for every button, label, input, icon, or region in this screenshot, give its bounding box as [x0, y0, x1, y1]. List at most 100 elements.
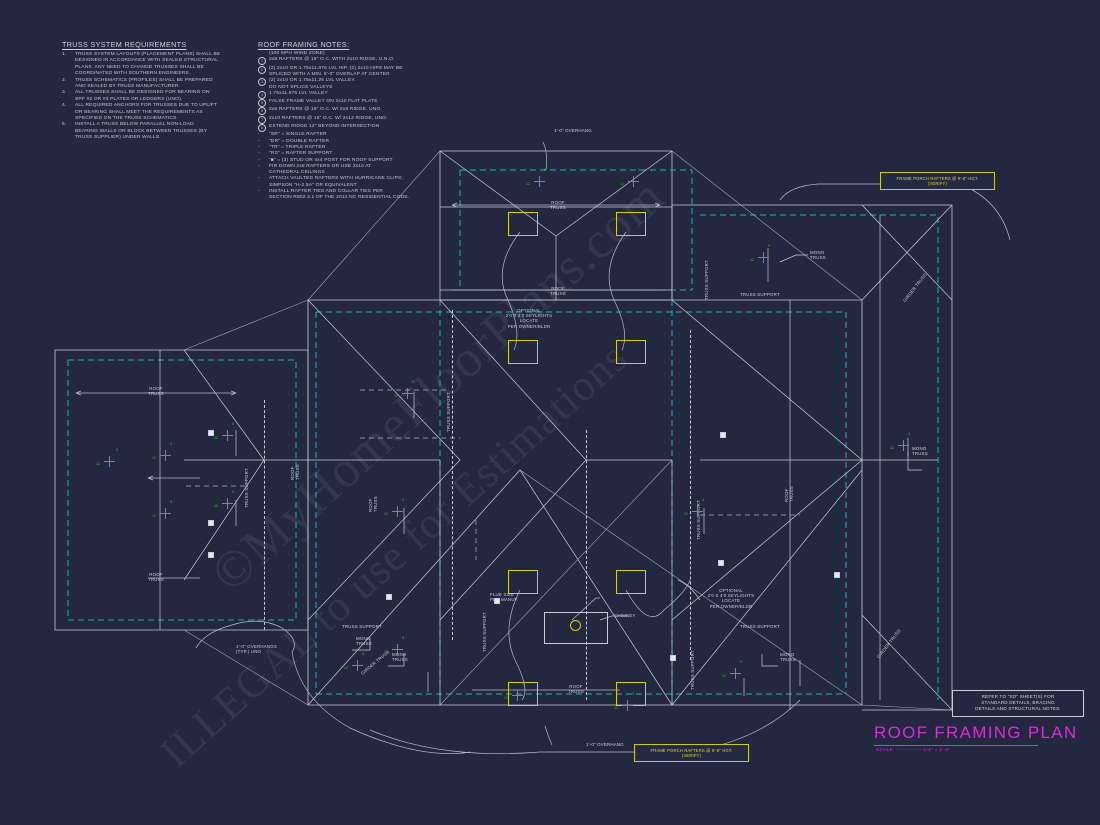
bullet-mark: - — [258, 144, 260, 150]
framing-bullet: -"DR" = DOUBLE RAFTER — [258, 139, 443, 145]
slope-marker-label: 5 — [402, 636, 404, 640]
skylight — [616, 212, 646, 236]
item-text: ALL TRUSSES SHALL BE DESIGNED FOR BEARIN… — [75, 90, 210, 102]
post-support-marker — [386, 594, 392, 600]
label-roof-truss: ROOF TRUSS — [148, 386, 164, 397]
slope-marker-label: 12 — [344, 666, 348, 670]
post-support-marker — [720, 432, 726, 438]
bullet-text: INSTALL RAFTER TIES AND COLLAR TIES PER … — [269, 189, 410, 201]
label-truss-support: TRUSS SUPPORT — [690, 650, 695, 690]
bullet-mark: - — [258, 176, 260, 182]
truss-support-guide — [690, 330, 691, 660]
wind-zone-note: (100 MPH WIND ZONE) — [269, 51, 325, 56]
post-support-marker — [670, 655, 676, 661]
slope-marker-label: 5 — [402, 498, 404, 502]
skylight — [508, 682, 538, 706]
note-text: 2x10 RAFTERS @ 16" O.C. W/ 2x12 RIDGE, U… — [269, 115, 388, 121]
slope-marker-label: 5 — [638, 168, 640, 172]
slope-marker-label: 5 — [522, 682, 524, 686]
framing-note: 2(2) 2x10 OR 1.75x11.875 LVL HIP. (2) 2x… — [258, 65, 443, 79]
framing-bullet: -"SR" = SINGLE RAFTER — [258, 132, 443, 138]
label-overhang-top: 1'-0" OVERHANG — [554, 128, 592, 133]
item-number: 4. — [62, 103, 67, 109]
bullet-mark: - — [258, 189, 260, 195]
framing-bullet: - "■" = (3) STUD OR 4x4 POST FOR ROOF SUP… — [258, 158, 443, 164]
page-title: ROOF FRAMING PLAN — [874, 723, 1078, 742]
post-support-marker — [494, 598, 500, 604]
bullet-text: "TR" = TRIPLE RAFTER — [269, 144, 326, 150]
label-truss-support: TRUSS SUPPORT — [740, 624, 780, 629]
bullet-text: "RS" = RAFTER SUPPORT — [269, 151, 333, 157]
label-roof-truss: ROOF TRUSS — [148, 572, 164, 583]
item-number: 5. — [62, 122, 67, 128]
slope-marker-label: 12 — [214, 504, 218, 508]
truss-requirements-title: TRUSS SYSTEM REQUIREMENTS — [62, 40, 187, 49]
slope-marker-label: 5 — [768, 244, 770, 248]
slope-marker-label: 12 — [722, 674, 726, 678]
label-truss-support: TRUSS SUPPORT — [244, 468, 249, 508]
post-support-marker — [208, 520, 214, 526]
slope-marker-label: 12 — [504, 696, 508, 700]
slope-marker-label: 12 — [394, 394, 398, 398]
bullet-mark: - — [258, 157, 260, 163]
slope-marker-label: 12 — [152, 514, 156, 518]
bullet-text: ATTACH VAULTED RAFTERS WITH HURRICANE CL… — [269, 176, 403, 188]
post-support-marker — [834, 572, 840, 578]
note-text: 2x8 RAFTERS @ 16" O.C. WITH 2x10 RIDGE, … — [269, 57, 395, 63]
slope-marker-label: 5 — [116, 448, 118, 452]
slope-marker-label: 5 — [170, 442, 172, 446]
item-text: TRUSS SYSTEM LAYOUTS (PLACEMENT PLANS) S… — [75, 52, 221, 77]
post-support-marker — [718, 560, 724, 566]
item-text: TRUSS SCHEMATICS (PROFILES) SHALL BE PRE… — [75, 77, 213, 90]
bullet-text: "■" = (3) STUD OR 4x4 POST FOR ROOF SUPP… — [269, 157, 393, 163]
slope-marker-label: 12 — [684, 512, 688, 516]
framing-bullet: -FIR DOWN 2x8 RAFTERS OR USE 2x10 AT CAT… — [258, 164, 443, 177]
truss-req-item: 4. ALL REQUIRED ANCHORS FOR TRUSSES DUE T… — [62, 103, 237, 122]
truss-req-item: 2. TRUSS SCHEMATICS (PROFILES) SHALL BE P… — [62, 78, 237, 91]
item-text: ALL REQUIRED ANCHORS FOR TRUSSES DUE TO … — [75, 103, 218, 122]
framing-bullet: - INSTALL RAFTER TIES AND COLLAR TIES PER… — [258, 189, 443, 202]
bullet-mark: - — [258, 151, 260, 157]
skylight — [616, 570, 646, 594]
item-text: INSTALL A TRUSS BELOW PARALLEL NON-LOAD … — [75, 122, 208, 141]
label-overhangs-typ: 1'-0" OVERHANGS (TYP.) UNO — [236, 644, 278, 655]
item-number: 3. — [62, 90, 67, 96]
label-mono-truss: MONO TRUSS — [912, 446, 928, 457]
callout-porch-rafters-top: FRAME PORCH RAFTERS @ 9'-8" HGT. (VERIFY… — [880, 172, 995, 190]
slope-marker-label: 5 — [362, 652, 364, 656]
bullet-mark: - — [258, 132, 260, 138]
label-mono-truss: MONO TRUSS — [356, 636, 372, 647]
truss-req-item: 3. ALL TRUSSES SHALL BE DESIGNED FOR BEAR… — [62, 90, 237, 103]
note-text: (2) 2x10 OR 1.75x11.875 LVL HIP. (2) 2x1… — [269, 65, 403, 77]
slope-marker-label: 12 — [620, 182, 624, 186]
slope-marker-label: 5 — [170, 500, 172, 504]
bullet-text: FIR DOWN 2x8 RAFTERS OR USE 2x10 AT CATH… — [269, 163, 372, 176]
item-number: 1. — [62, 52, 67, 57]
roof-framing-notes-title: ROOF FRAMING NOTES: — [258, 40, 350, 49]
item-number: 2. — [62, 77, 67, 83]
skylight — [616, 340, 646, 364]
slope-marker-label: 12 — [152, 456, 156, 460]
truss-support-guide — [264, 400, 265, 630]
note-text: 1.75x11.875 LVL VALLEY — [269, 90, 328, 96]
slope-marker-label: 5 — [232, 422, 234, 426]
slope-marker-label: 5 — [232, 490, 234, 494]
flue-circle — [570, 620, 581, 631]
label-truss-support: TRUSS SUPPORT — [446, 392, 451, 432]
label-optional-skylights: OPTIONAL 2'0 X 4'0 SKYLIGHTS LOCATE PER … — [505, 308, 553, 329]
label-optional-skylights: OPTIONAL 2'0 X 4'0 SKYLIGHTS LOCATE PER … — [707, 588, 755, 609]
slope-marker-label: 12 — [890, 446, 894, 450]
note-circle-number: 4 — [258, 90, 269, 99]
label-mono-truss: MONO TRUSS — [392, 652, 408, 663]
chimney-box — [544, 612, 608, 644]
label-truss-support: TRUSS SUPPORT — [740, 292, 780, 297]
post-support-marker — [208, 430, 214, 436]
skylight — [616, 682, 646, 706]
